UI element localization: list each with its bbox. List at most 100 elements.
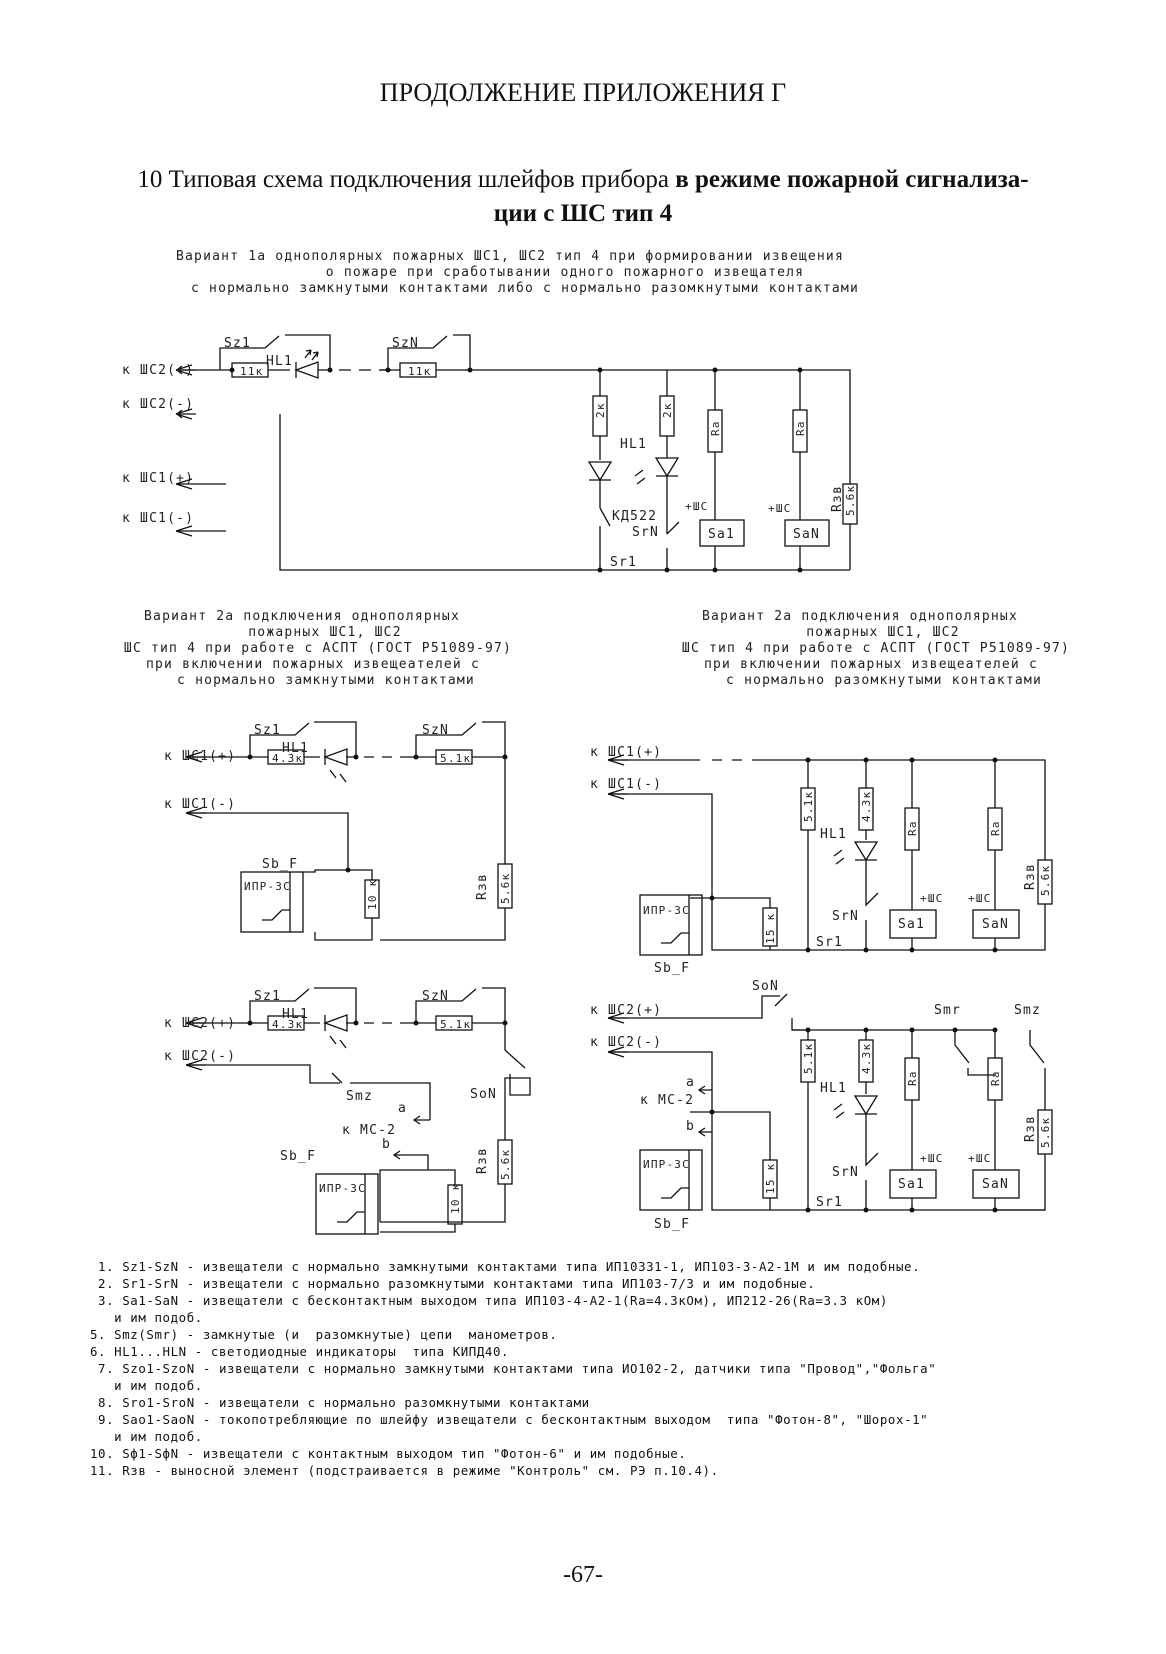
v2nc-a: а [398,1101,407,1116]
v2no-caption-2: пожарных ШС1, ШС2 [806,625,959,640]
v1-caption-1: Вариант 1а однополярных пожарных ШС1, ШС… [176,249,844,264]
led-hl1 [294,361,319,379]
v2no-r15: 15 к [764,913,777,944]
v2no-son: SoN [752,979,779,994]
v2nc-shc2m: к ШС2(-) [164,1049,236,1064]
v2nc-r51b: 5.1к [440,1018,471,1031]
variant2-nc-shc2 [185,987,531,1235]
v2no-r56: 5.6к [1039,865,1052,896]
note-5: 5. Smz(Smr) - замкнутые (и разомкнутые) … [90,1327,558,1342]
v1-ra1: Ra [709,420,722,436]
resistor-2k-2 [659,395,675,437]
v2no-plus1b: +ШС [920,1152,943,1165]
v2no-sbf: Sb_F [654,961,690,976]
v1-r2a: 2к [594,402,607,418]
v1-sa1: Sa1 [708,527,735,542]
v2no-shc2m: к ШС2(-) [590,1035,662,1050]
v2no-rzv: Rзв [1023,863,1038,890]
box-san-2 [972,909,1020,939]
v2no-r51: 5.1к [802,791,815,822]
resistor-2k-1 [592,395,608,437]
v1-ra2: Ra [794,420,807,436]
note-9-cont: и им подоб. [90,1429,203,1444]
note-9: 9. Sao1-SaoN - токопотребляющие по шлейф… [90,1412,929,1427]
v1-r2b: 2к [661,402,674,418]
v2nc-hl1: HL1 [282,741,309,756]
v2nc-r43b: 4.3к [272,1018,303,1031]
v2nc-caption-2: пожарных ШС1, ШС2 [248,625,401,640]
v1-r11a: 11к [240,365,263,378]
note-6: 6. HL1...HLN - светодиодные индикаторы т… [90,1344,510,1359]
v2no-srn2: SrN [832,1165,859,1180]
v2no-smr: Smr [934,1003,961,1018]
variant2-no-shc2 [607,993,1053,1213]
note-3-cont: и им подоб. [90,1310,203,1325]
led-v1-2 [654,457,680,478]
v2no-ra1b: Ra [906,1070,919,1086]
resistor-11k-2 [399,362,437,378]
v2nc-ipr2: ИПР-3С [319,1182,366,1195]
v1-r11b: 11к [408,365,431,378]
v2no-r56b: 5.6к [1039,1117,1052,1148]
v2no-sr1b: Sr1 [816,1195,843,1210]
v2nc-rzv: Rзв [475,873,490,900]
v2nc-b: b [382,1137,391,1152]
v2nc-caption-3: ШС тип 4 при работе с АСПТ (ГОСТ Р51089-… [124,641,512,656]
v1-sr1: Sr1 [610,555,637,570]
v2nc-r10: 10 к [366,879,379,910]
note-8: 8. Sro1-SroN - извещатели с нормально ра… [90,1395,590,1410]
v2no-plus2b: +ШС [968,1152,991,1165]
v2no-shc1p: к ШС1(+) [590,745,662,760]
v2no-srn: SrN [832,909,859,924]
v1-hl1: HL1 [266,354,293,369]
v2no-plus1: +ШС [920,892,943,905]
v2no-r43b: 4.3к [860,1043,873,1074]
v2no-smz: Smz [1014,1003,1041,1018]
v2nc-sz1: Sz1 [254,723,281,738]
v2no-caption-1: Вариант 2а подключения однополярных [702,609,1018,624]
v2nc-szn: SzN [422,723,449,738]
box-sa1 [699,519,745,547]
v2nc-ipr: ИПР-3С [244,880,291,893]
v1-caption-3: с нормально замкнутыми контактами либо с… [191,281,859,296]
v2no-caption-4: при включении пожарных извещеателей с [704,657,1038,672]
box-san-3 [972,1169,1020,1199]
v1-terminal-shc2m: к ШС2(-) [122,397,194,412]
v2no-caption-3: ШС тип 4 при работе с АСПТ (ГОСТ Р51089-… [682,641,1070,656]
v2no-r43: 4.3к [860,791,873,822]
v2nc-shc1m: к ШС1(-) [164,797,236,812]
v2no-r15b: 15 к [764,1163,777,1194]
title-bold-1: в режиме пожарной сигнализа- [675,166,1029,193]
v1-rzv: Rзв [830,485,845,512]
v2nc-caption-5: с нормально замкнутыми контактами [177,673,475,688]
v2nc-hl1b: HL1 [282,1007,309,1022]
v2no-sanb: SaN [982,1177,1009,1192]
v1-plus2: +ШС [768,502,791,515]
variant1-schematic [175,334,858,573]
v2nc-sbf2: Sb_F [280,1149,316,1164]
led-v1-1 [587,461,613,482]
v2nc-mc2: к МС-2 [342,1123,396,1138]
title-normal: 10 Типовая схема подключения шлейфов при… [137,166,676,193]
ipr-box-3 [639,894,703,956]
switch-szn [387,334,471,370]
v1-szn: SzN [392,336,419,351]
v2no-mc2: к МС-2 [640,1093,694,1108]
v2no-b: b [686,1119,695,1134]
v1-caption-2: о пожаре при сработывании одного пожарно… [326,265,804,280]
v1-plus1: +ШС [685,500,708,513]
v2no-san: SaN [982,917,1009,932]
variant2-nc-shc1 [185,721,513,941]
v2nc-r56: 5.6к [499,873,512,904]
v2no-hl1b: HL1 [820,1081,847,1096]
note-11: 11. Rзв - выносной элемент (подстраивает… [90,1463,719,1478]
ipr-box-2 [315,1173,379,1235]
page-number: -67- [563,1562,603,1588]
v2nc-sznb: SzN [422,989,449,1004]
box-sa1-2 [889,909,937,939]
v2no-sr1: Sr1 [816,935,843,950]
v2nc-shc2p: к ШС2(+) [164,1016,236,1031]
v1-hl1b: HL1 [620,437,647,452]
v2no-sa1: Sa1 [898,917,925,932]
